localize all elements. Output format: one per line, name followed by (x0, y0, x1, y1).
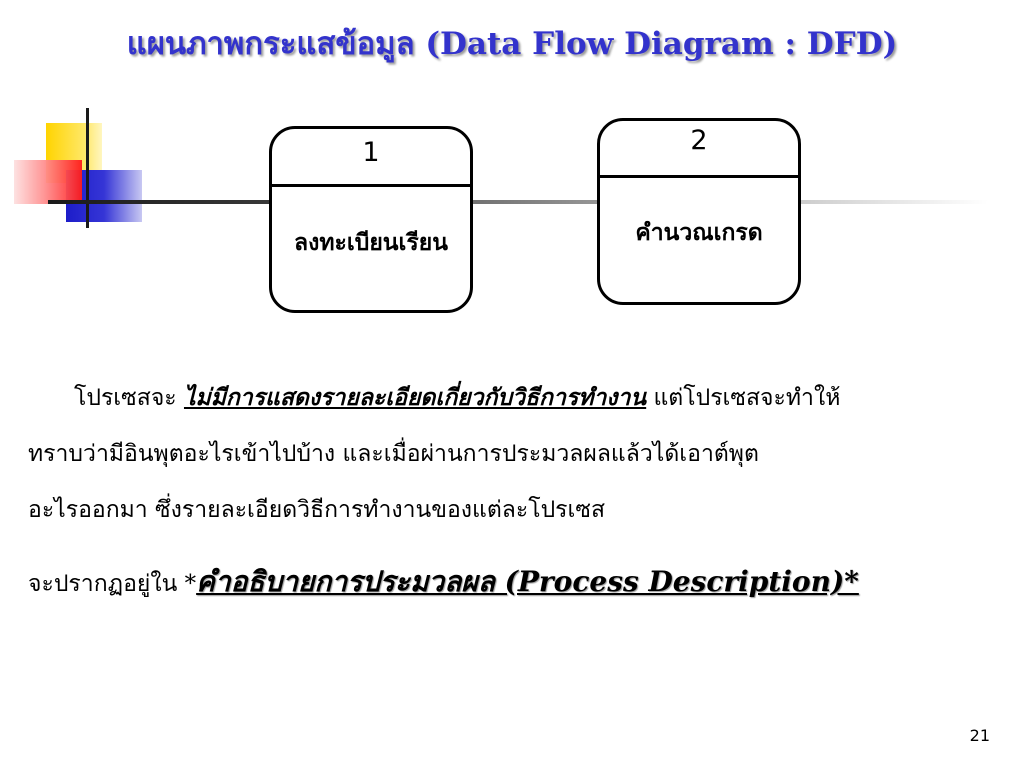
decorative-vertical-line (86, 108, 89, 228)
line4-emphasis: คำอธิบายการประมวลผล (Process Description… (196, 565, 859, 598)
page-number: 21 (969, 726, 990, 745)
line1-prefix: โปรเซสจะ (74, 385, 184, 411)
line4-prefix: จะปรากฏอยู่ใน * (28, 571, 197, 597)
slide-title: แผนภาพกระแสข้อมูล (Data Flow Diagram : D… (126, 26, 898, 62)
decorative-horizontal-line (48, 200, 988, 204)
dfd-process-1: 1 ลงทะเบียนเรียน (269, 126, 473, 313)
body-line-4: จะปรากฏอยู่ใน *คำอธิบายการประมวลผล (Proc… (28, 560, 859, 604)
decorative-red-square (14, 160, 82, 204)
body-line-3: อะไรออกมา ซึ่งรายละเอียดวิธีการทำงานของแ… (28, 497, 606, 523)
process-id: 1 (362, 137, 380, 168)
body-line-1: โปรเซสจะ ไม่มีการแสดงรายละเอียดเกี่ยวกับ… (74, 380, 840, 416)
body-line-2: ทราบว่ามีอินพุตอะไรเข้าไปบ้าง และเมื่อผ่… (28, 441, 759, 467)
process-name: คำนวณเกรด (635, 219, 763, 246)
process-id: 2 (690, 125, 708, 156)
process-divider (600, 175, 798, 178)
line1-suffix: แต่โปรเซสจะทำให้ (646, 385, 841, 411)
line1-emphasis: ไม่มีการแสดงรายละเอียดเกี่ยวกับวิธีการทำ… (183, 384, 647, 411)
process-divider (272, 184, 470, 187)
dfd-process-2: 2 คำนวณเกรด (597, 118, 801, 305)
process-name: ลงทะเบียนเรียน (294, 229, 448, 256)
